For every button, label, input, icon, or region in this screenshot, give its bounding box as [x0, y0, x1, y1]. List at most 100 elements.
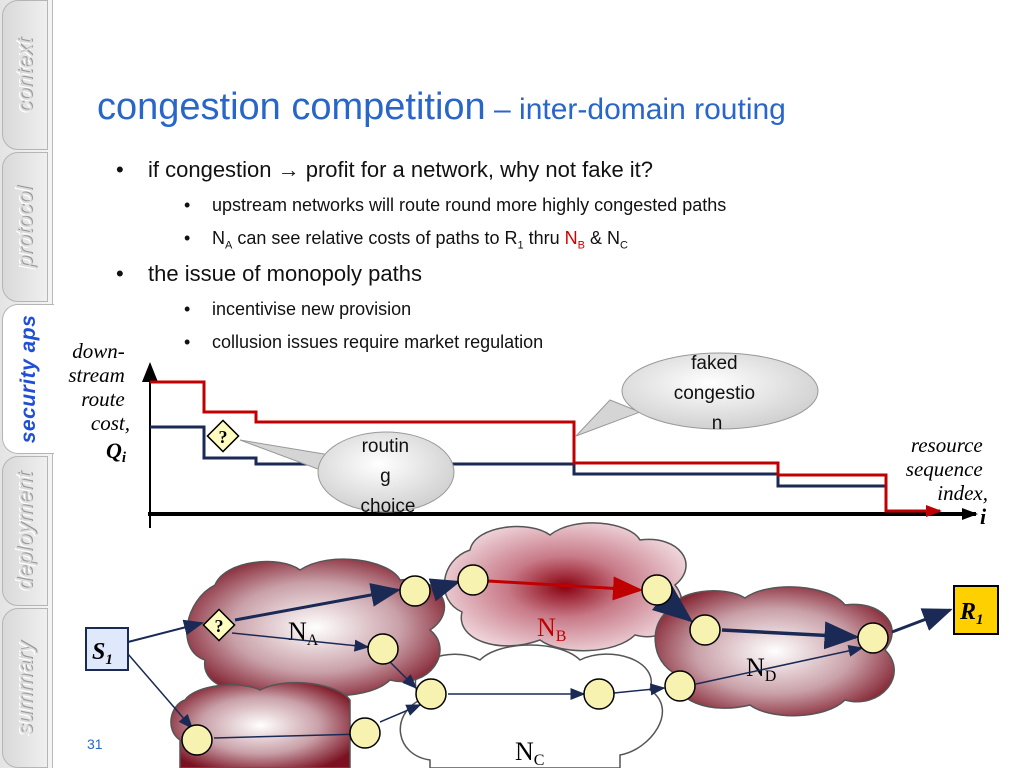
- label-nc: NC: [515, 737, 544, 768]
- title-main: congestion competition: [97, 86, 486, 128]
- link-s1-na: [127, 619, 204, 643]
- x-axis-label: resource sequence index,: [906, 433, 988, 505]
- text-costs: can see relative costs of paths to R: [232, 228, 518, 248]
- routing-line-3: choice: [361, 496, 416, 517]
- bullet-incentivise: incentivise new provision: [116, 294, 996, 327]
- y-label-line-1: down-: [72, 339, 125, 363]
- router-node: [641, 574, 673, 606]
- chart-question-mark: ?: [219, 427, 228, 447]
- receiver-r1: R1: [953, 585, 999, 635]
- text-nb: N: [564, 228, 578, 248]
- router-node: [181, 724, 213, 756]
- link-nb-nd: [651, 585, 694, 623]
- router-node: [583, 678, 615, 710]
- y-axis-symbol: Qi: [106, 438, 127, 466]
- link-nc-nd: [613, 683, 666, 696]
- network-question-mark: ?: [215, 616, 224, 636]
- link-na-mid: [231, 632, 370, 652]
- link-na-nc: [389, 661, 418, 690]
- link-nd-lower: [695, 644, 864, 685]
- link-nd-internal: [721, 621, 860, 650]
- label-nc-sub: C: [534, 752, 545, 768]
- link-lower-internal: [213, 728, 366, 741]
- text-na-sub: A: [225, 239, 233, 252]
- text-nb-sub: B: [577, 239, 585, 252]
- text-nc-sub: C: [620, 239, 628, 252]
- router-nodes: [181, 564, 889, 756]
- source-s1-label: S1: [92, 639, 113, 668]
- bullet-upstream-routing: upstream networks will route round more …: [116, 190, 996, 223]
- label-nb-name: N: [537, 613, 556, 642]
- x-label-line-3: index,: [937, 481, 988, 505]
- faked-line-1: faked: [691, 353, 737, 374]
- receiver-sub: 1: [976, 612, 984, 628]
- link-na-nb: [428, 578, 461, 602]
- router-node: [349, 717, 381, 749]
- tab-summary[interactable]: summary: [2, 608, 48, 768]
- slide-title: congestion competition – inter-domain ro…: [97, 86, 786, 129]
- router-node: [689, 614, 721, 646]
- label-nb: NB: [537, 613, 566, 645]
- router-node: [457, 564, 489, 596]
- bullet-collusion: collusion issues require market regulati…: [116, 327, 996, 360]
- tab-context[interactable]: context: [2, 0, 48, 150]
- router-node: [857, 622, 889, 654]
- text-nc: & N: [585, 228, 621, 248]
- routing-line-2: g: [380, 466, 391, 487]
- text-thru: thru: [523, 228, 565, 248]
- tab-security-aps[interactable]: security aps: [2, 304, 54, 454]
- faked-line-2: congestio: [674, 383, 755, 404]
- faked-congestion-callout: faked congestio n: [575, 352, 819, 437]
- router-node: [664, 670, 696, 702]
- cloud-nc-lower-left: [170, 681, 351, 768]
- x-axis-arrowhead: [962, 508, 978, 520]
- y-symbol-q: Q: [106, 438, 122, 463]
- text-r1-sub: 1: [517, 239, 524, 252]
- network-choice-diamond: ?: [202, 608, 236, 642]
- routing-choice-text: routin g choice: [361, 436, 416, 517]
- faked-line-3: n: [712, 413, 723, 434]
- chart-choice-diamond: ?: [206, 419, 240, 453]
- title-sub: – inter-domain routing: [485, 93, 786, 126]
- receiver-r: R: [959, 599, 976, 625]
- y-axis-label: down- stream route cost,: [68, 339, 130, 435]
- faked-curve-arrowhead: [926, 505, 942, 517]
- page-number: 31: [87, 736, 103, 752]
- section-tab-strip: context protocol security aps deployment…: [0, 0, 80, 768]
- x-label-line-1: resource: [911, 433, 983, 457]
- x-label-line-2: sequence: [906, 457, 983, 481]
- label-na-sub: A: [307, 632, 319, 649]
- label-nc-name: N: [515, 737, 534, 766]
- cloud-nc: [399, 644, 664, 768]
- x-axis-symbol: i: [980, 504, 987, 529]
- bullet-fake-congestion: if congestion → profit for a network, wh…: [116, 152, 996, 190]
- tab-protocol[interactable]: protocol: [2, 152, 48, 302]
- label-nb-sub: B: [556, 628, 567, 645]
- bullet-list: if congestion → profit for a network, wh…: [116, 152, 996, 360]
- link-s1-lower: [127, 653, 193, 730]
- link-na-up: [234, 583, 401, 622]
- link-lower-nc: [379, 704, 422, 723]
- routing-choice-callout: routin g choice: [239, 431, 455, 517]
- receiver-r1-label: R1: [959, 599, 984, 628]
- routing-cost-curve: [150, 425, 940, 513]
- link-nb-congested: [487, 576, 643, 601]
- router-node: [367, 633, 399, 665]
- tab-deployment[interactable]: deployment: [2, 456, 48, 606]
- label-nd-name: N: [746, 653, 765, 682]
- label-na-name: N: [288, 617, 307, 646]
- source-sub: 1: [105, 652, 113, 668]
- bullet-monopoly-paths: the issue of monopoly paths: [116, 256, 996, 294]
- bullet-relative-costs: N A can see relative costs of paths to R1…: [116, 223, 996, 256]
- faked-congestion-text: faked congestio n: [674, 353, 761, 434]
- source-s: S: [92, 639, 105, 665]
- y-label-line-2: stream: [68, 363, 124, 387]
- source-s1: S1: [85, 627, 129, 671]
- router-node: [415, 678, 447, 710]
- label-nd: ND: [746, 653, 776, 685]
- faked-cost-curve: [150, 380, 936, 513]
- routing-line-1: routin: [362, 436, 410, 457]
- router-node: [399, 575, 431, 607]
- label-nd-sub: D: [765, 668, 777, 685]
